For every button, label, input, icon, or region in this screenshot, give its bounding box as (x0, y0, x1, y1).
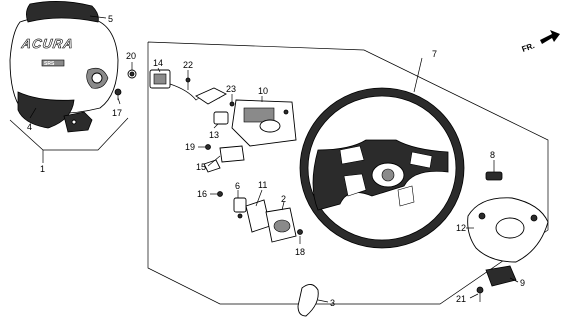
callout-15: 15 (196, 162, 206, 172)
srs-emblem-text: SRS (44, 61, 55, 67)
screw-21-icon (476, 286, 484, 294)
switch-part-15 (219, 145, 245, 163)
callout-9: 9 (520, 278, 525, 288)
callout-7: 7 (432, 49, 437, 59)
airbag-cover-upper (26, 1, 99, 23)
screw-16-icon (217, 191, 223, 197)
screw-22-icon (185, 77, 191, 83)
brand-logo-text: ACURA (20, 36, 75, 51)
screw-18-icon (297, 229, 303, 235)
callout-13: 13 (209, 130, 219, 140)
callout-19: 19 (185, 142, 195, 152)
callout-21: 21 (456, 294, 466, 304)
mounting-bracket (63, 111, 93, 133)
control-unit-part-10 (231, 99, 297, 147)
switch-part-6 (233, 197, 247, 219)
callout-1: 1 (40, 164, 45, 174)
callout-6: 6 (235, 181, 240, 191)
callout-14: 14 (153, 58, 163, 68)
steering-wheel-assembly-outline (147, 41, 549, 305)
switch-part-13 (213, 111, 229, 125)
callout-4: 4 (27, 122, 32, 132)
nut-20-icon (127, 69, 137, 79)
direction-label: FR. (521, 41, 536, 54)
screw-23-icon (229, 101, 235, 107)
callout-2: 2 (281, 194, 286, 204)
callout-20: 20 (126, 51, 136, 61)
front-arrow-icon (540, 30, 560, 44)
callout-10: 10 (258, 86, 268, 96)
airbag-module-illustration: ACURA SRS (9, 1, 137, 133)
screw-17-icon (114, 88, 122, 100)
callout-22: 22 (183, 60, 193, 70)
lower-cover-part-3 (297, 284, 319, 317)
callout-18: 18 (295, 247, 305, 257)
bracket-part-9 (476, 265, 517, 302)
switch-part-2 (265, 207, 297, 243)
callout-16: 16 (197, 189, 207, 199)
callout-labels: 1 2 3 4 5 6 7 8 9 10 11 12 13 14 15 16 1… (27, 14, 525, 308)
callout-17: 17 (112, 108, 122, 118)
clip-part-8 (485, 171, 503, 181)
callout-12: 12 (456, 223, 466, 233)
screw-19-icon (205, 144, 211, 150)
callout-8: 8 (490, 150, 495, 160)
airbag-assembly-bracket (9, 117, 129, 163)
callout-11: 11 (258, 180, 267, 190)
leader-lines (29, 15, 519, 303)
callout-23: 23 (226, 84, 236, 94)
switch-harness-illustration (149, 69, 303, 243)
callout-5: 5 (108, 14, 113, 24)
steering-wheel-illustration (299, 87, 465, 249)
front-direction-indicator: FR. (521, 30, 560, 54)
rear-cover-part-12 (467, 197, 549, 263)
callout-3: 3 (330, 298, 335, 308)
